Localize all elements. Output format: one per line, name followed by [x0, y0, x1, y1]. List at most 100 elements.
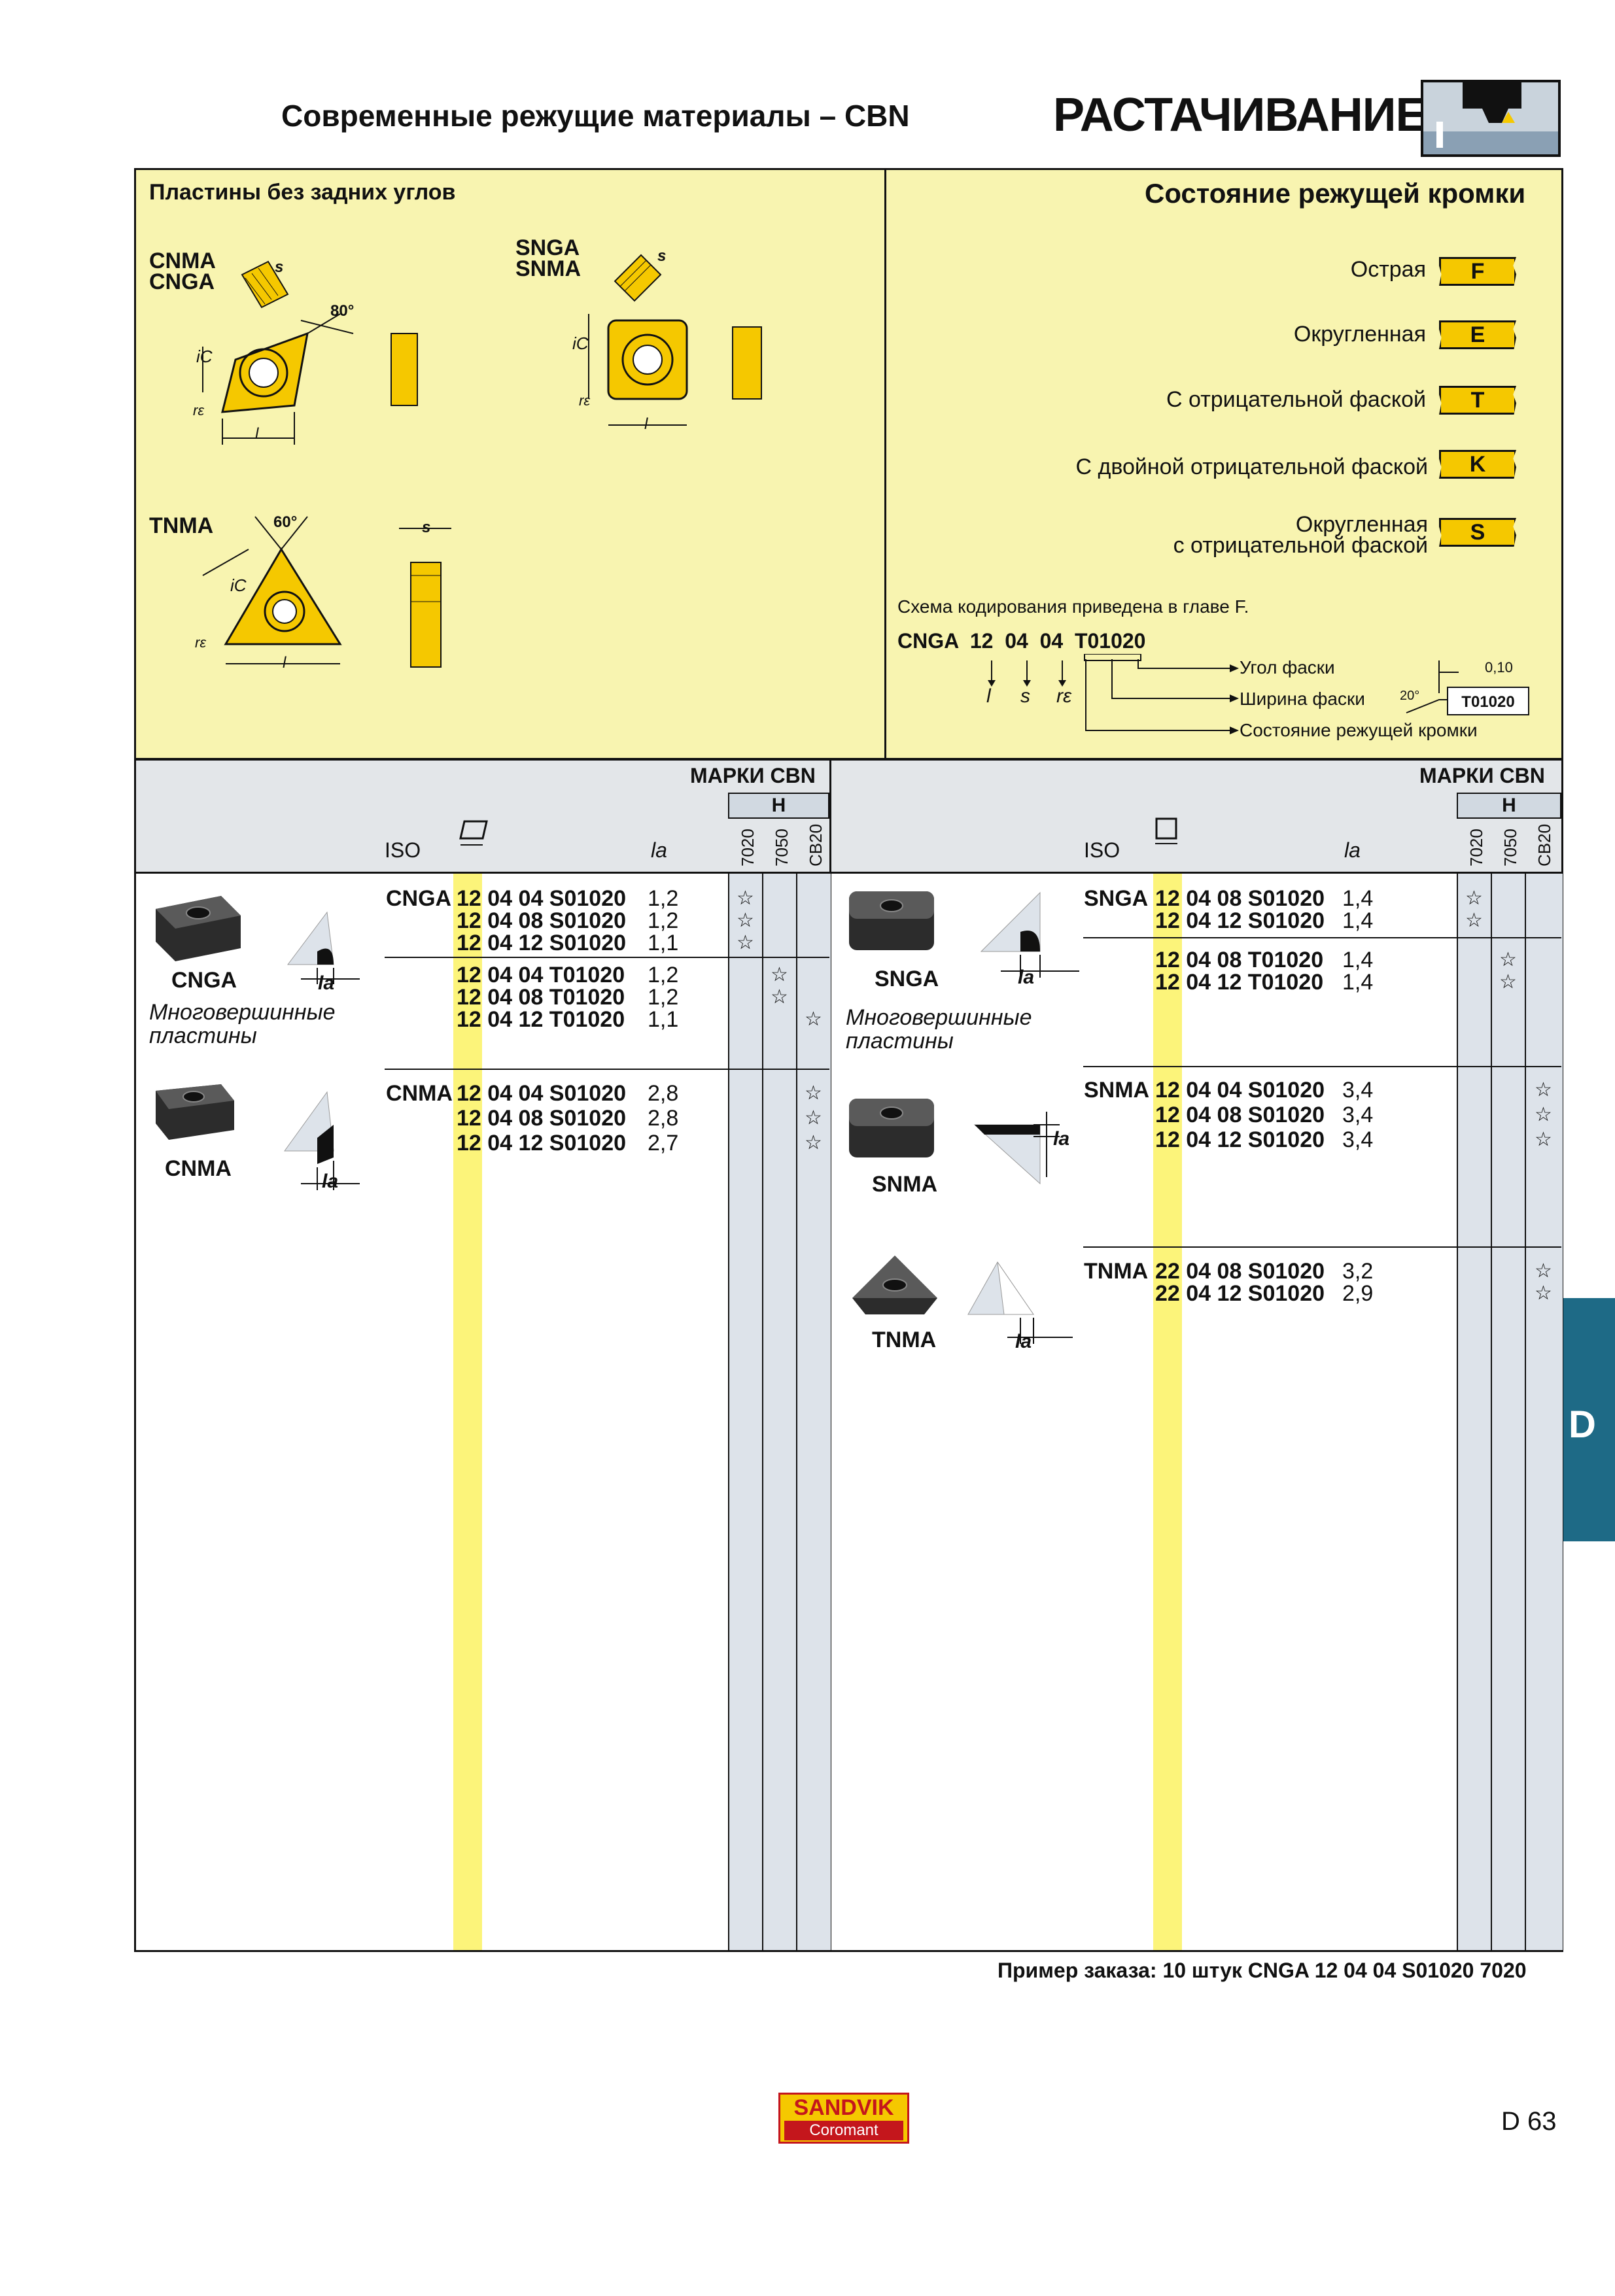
- edge-label-s-2: с отрицательной фаской: [1173, 533, 1428, 558]
- page-number: D 63: [1501, 2107, 1557, 2136]
- la-label-right: la: [1344, 838, 1361, 862]
- row-code: 22 04 12 S01020: [1155, 1281, 1325, 1306]
- grade-availability-star: ☆: [805, 1132, 822, 1154]
- tnma-la-label: la: [1015, 1331, 1032, 1352]
- row-prefix: CNGA: [386, 886, 452, 911]
- chamfer-angle: 20°: [1400, 689, 1420, 703]
- dim-re-label-3: rε: [195, 634, 206, 651]
- page-title: РАСТАЧИВАНИЕ: [1053, 89, 1427, 141]
- edge-code-k: K: [1439, 450, 1516, 479]
- sub-re: rε: [1056, 685, 1072, 707]
- grade-7050-left: 7050: [772, 829, 791, 866]
- chamfer-code-box: T01020: [1447, 687, 1529, 715]
- dim-l-label-3: l: [283, 654, 287, 672]
- snga-note: Многовершинные пластины: [846, 1005, 1032, 1054]
- edge-code-e: E: [1439, 320, 1516, 349]
- dim-ic-label: iC: [196, 347, 213, 366]
- edge-code-f: F: [1439, 257, 1516, 286]
- scheme-note: Схема кодирования приведена в главе F.: [897, 596, 1249, 617]
- row-code: 12 04 12 S01020: [457, 931, 627, 955]
- snga-name: SNGA: [875, 967, 939, 991]
- product-table: [134, 759, 1563, 1952]
- snga-edge-detail: [980, 891, 1079, 978]
- cnga-note: Многовершинные пластины: [149, 1000, 336, 1048]
- row-la-value: 2,9: [1342, 1281, 1374, 1306]
- grade-availability-star: ☆: [805, 1082, 822, 1104]
- sep-tnma: [1083, 1246, 1561, 1248]
- grade-availability-star: ☆: [1465, 887, 1483, 909]
- grade-availability-star: ☆: [737, 932, 754, 953]
- sep-snma: [1083, 1066, 1561, 1067]
- dim-ic-label-3: iC: [230, 575, 247, 595]
- grade-availability-star: ☆: [771, 964, 788, 985]
- row-code: 12 04 08 S01020: [1155, 886, 1325, 911]
- grade-7050-right: 7050: [1501, 829, 1520, 866]
- table-header-band: [136, 761, 1561, 873]
- scheme-code: CNGA 12 04 04 T01020: [897, 629, 1146, 653]
- sep-cnma: [385, 1069, 829, 1070]
- row-la-value: 2,8: [648, 1106, 679, 1131]
- la-label-left: la: [651, 838, 667, 862]
- cnma-name: CNMA: [165, 1156, 232, 1181]
- cnga-name: CNGA: [171, 968, 237, 993]
- edge-label-e: Округленная: [1293, 322, 1426, 347]
- edge-code-s: S: [1439, 518, 1516, 547]
- row-la-value: 1,2: [648, 908, 679, 933]
- row-la-value: 3,2: [1342, 1259, 1374, 1284]
- sandvik-logo: SANDVIK Coromant: [778, 2093, 909, 2144]
- shape-label-cnga: CNGA: [149, 269, 215, 294]
- row-la-value: 1,4: [1342, 948, 1374, 972]
- grade-7020-right: 7020: [1467, 829, 1486, 866]
- grade-cb20-left: CB20: [806, 823, 825, 866]
- tnma-name: TNMA: [872, 1328, 937, 1352]
- row-la-value: 2,7: [648, 1131, 679, 1156]
- dim-s-label: s: [275, 258, 284, 276]
- shape-label-snga: SNGA: [515, 235, 580, 260]
- cnga-insert-photo: [156, 896, 241, 961]
- edge-label-s-1: Округленная: [1295, 512, 1428, 537]
- row-prefix: TNMA: [1084, 1259, 1149, 1284]
- sep-cnga-t: [385, 957, 829, 958]
- grade-col-7020-right: [1457, 874, 1492, 1950]
- row-code: 12 04 12 S01020: [1155, 1127, 1325, 1152]
- row-prefix: SNMA: [1084, 1078, 1150, 1103]
- cnma-la-label: la: [322, 1171, 339, 1192]
- grade-availability-star: ☆: [1499, 949, 1517, 970]
- row-la-value: 2,8: [648, 1081, 679, 1106]
- dim-s-label-2: s: [657, 247, 667, 265]
- shape-label-snma: SNMA: [515, 256, 582, 281]
- grade-availability-star: ☆: [1535, 1104, 1552, 1125]
- cnga-edge-detail: [287, 911, 360, 984]
- row-la-value: 1,4: [1342, 970, 1374, 995]
- brands-label-right: МАРКИ CBN: [1419, 764, 1545, 787]
- grade-col-7020-left: [728, 874, 763, 1950]
- logo-line1: SANDVIK: [793, 2095, 894, 2120]
- edge-code-t: T: [1439, 386, 1516, 415]
- row-code: 22 04 08 S01020: [1155, 1259, 1325, 1284]
- cnma-edge-detail: [284, 1091, 360, 1190]
- sub-l: l: [986, 685, 991, 707]
- row-code: 12 04 08 S01020: [457, 1106, 627, 1131]
- row-la-value: 3,4: [1342, 1078, 1374, 1103]
- tnma-edge-detail: [967, 1261, 1073, 1344]
- edge-label-t: С отрицательной фаской: [1166, 387, 1426, 412]
- row-la-value: 1,2: [648, 886, 679, 911]
- row-la-value: 1,1: [648, 931, 679, 955]
- row-code: 12 04 12 T01020: [1155, 970, 1324, 995]
- snma-insert-photo: [849, 1099, 934, 1157]
- section-tab-d[interactable]: D: [1563, 1298, 1615, 1541]
- grade-7020-left: 7020: [738, 829, 757, 866]
- size-highlight-left: [453, 874, 482, 1950]
- cnga-insert-drawing: [202, 260, 418, 445]
- grade-col-7050-right: [1491, 874, 1526, 1950]
- square-shape-icon: [1155, 817, 1177, 844]
- grade-availability-star: ☆: [1535, 1079, 1552, 1101]
- row-la-value: 1,4: [1342, 886, 1374, 911]
- grade-availability-star: ☆: [737, 887, 754, 909]
- row-la-value: 3,4: [1342, 1127, 1374, 1152]
- row-la-value: 3,4: [1342, 1103, 1374, 1127]
- angle-80-label: 80°: [330, 302, 355, 320]
- grade-availability-star: ☆: [1465, 910, 1483, 931]
- snma-edge-detail: [973, 1112, 1060, 1185]
- dim-ic-label-2: iC: [572, 334, 589, 353]
